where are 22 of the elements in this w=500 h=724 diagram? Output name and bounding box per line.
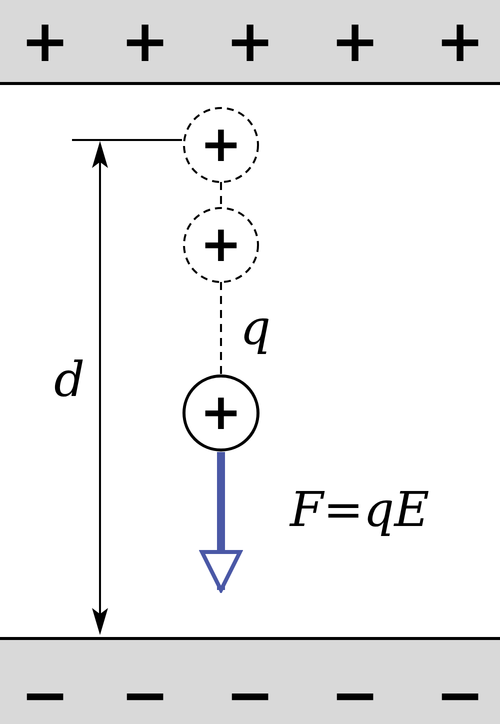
charge-circle [182,374,260,452]
negative-plate [0,637,500,724]
plus-sign: + [199,384,243,440]
distance-label: d [54,354,85,406]
plus-sign: + [225,12,275,70]
plus-sign: + [120,12,170,70]
positive-plate [0,0,500,85]
minus-sign: − [225,666,275,724]
charge-label: q [240,302,271,354]
minus-sign: − [435,666,485,724]
plus-sign: + [199,116,243,172]
plus-sign: + [330,12,380,70]
former-charge-position [182,106,260,184]
plus-sign: + [199,216,243,272]
minus-sign: − [20,666,70,724]
minus-sign: − [330,666,380,724]
minus-sign: − [120,666,170,724]
motion-path-line [220,282,222,376]
former-charge-position [182,206,260,284]
plus-sign: + [20,12,70,70]
plus-sign: + [435,12,485,70]
force-arrow [200,452,242,592]
